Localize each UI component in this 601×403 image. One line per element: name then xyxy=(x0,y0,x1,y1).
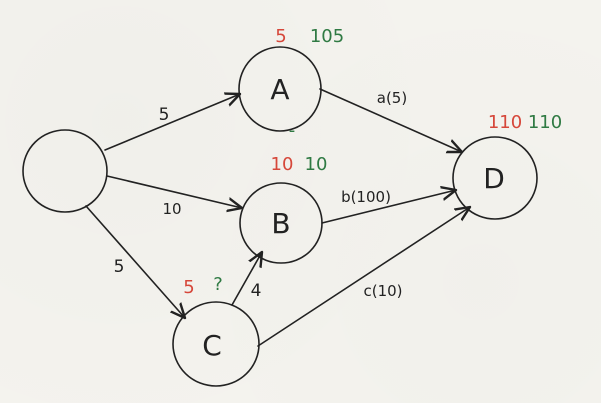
edge-c-d-label: c(10) xyxy=(363,282,402,300)
annotation-b-red: 10 xyxy=(271,154,294,175)
node-c-label: C xyxy=(202,329,222,362)
edge-source-a xyxy=(104,94,240,151)
node-d[interactable] xyxy=(452,136,538,220)
node-b[interactable] xyxy=(239,182,323,264)
annotation-d-green: 110 xyxy=(528,112,562,133)
annotation-a-red: 5 xyxy=(275,26,286,47)
edge-a-d-label: a(5) xyxy=(377,89,407,107)
node-a[interactable] xyxy=(238,46,322,132)
edges xyxy=(85,88,470,347)
edge-source-b-label: 10 xyxy=(162,200,181,218)
annotation-d-red: 110 xyxy=(488,112,522,133)
node-c[interactable] xyxy=(172,301,260,387)
edge-c-b-label: 4 xyxy=(251,281,262,301)
edge-c-d xyxy=(257,207,470,347)
node-b-label: B xyxy=(271,207,290,240)
annotation-c-red: 5 xyxy=(183,277,194,298)
edge-source-a-label: 5 xyxy=(159,105,170,125)
edge-a-d xyxy=(319,88,462,152)
annotation-a-dash: - xyxy=(289,120,296,141)
node-source[interactable] xyxy=(22,129,108,213)
edge-c-b xyxy=(231,252,262,306)
node-d-label: D xyxy=(483,162,505,195)
edge-source-c xyxy=(85,205,185,318)
annotation-a-green: 105 xyxy=(310,26,344,47)
nodes xyxy=(22,46,538,387)
annotation-c-green: ? xyxy=(213,274,223,295)
edge-source-b xyxy=(106,175,242,208)
annotation-b-green: 10 xyxy=(305,154,328,175)
edge-b-d-label: b(100) xyxy=(341,188,391,206)
edge-source-c-label: 5 xyxy=(114,257,125,277)
edge-b-d xyxy=(321,190,456,224)
node-a-label: A xyxy=(270,73,289,106)
